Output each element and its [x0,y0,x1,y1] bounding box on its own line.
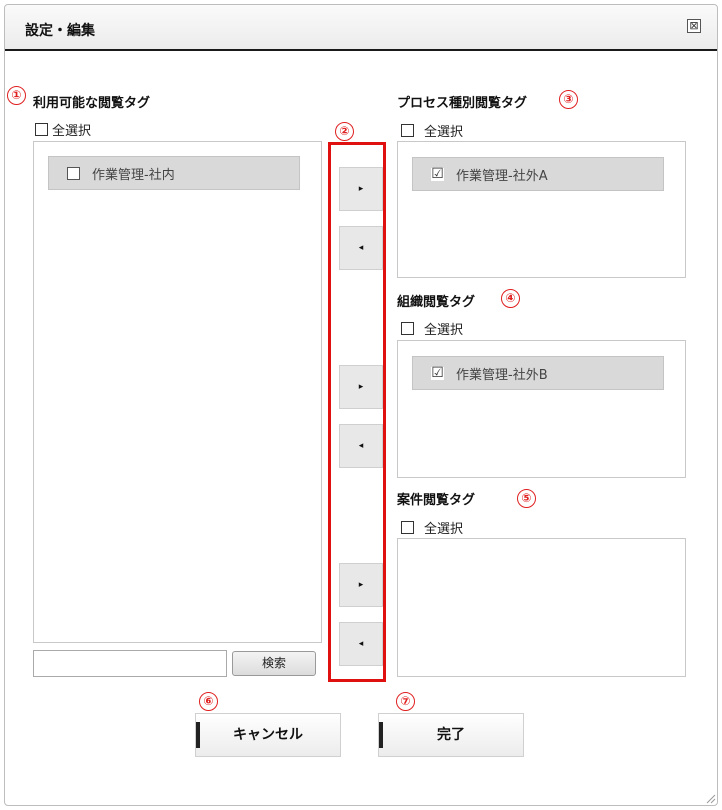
available-tags-list[interactable]: 作業管理-社内 [33,141,322,643]
move-buttons-highlight [328,142,386,682]
process-select-all[interactable]: 全選択 [401,121,463,140]
dialog-title: 設定・編集 [25,23,95,39]
done-button-label: 完了 [437,727,465,743]
select-all-label: 全選択 [424,125,464,140]
close-icon[interactable]: ⊠ [687,19,701,33]
remove-from-project-button[interactable]: ◂ [339,622,383,666]
list-item[interactable]: 作業管理-社内 [48,156,300,190]
project-select-all[interactable]: 全選択 [401,518,463,537]
dialog-titlebar: 設定・編集 ⊠ [5,5,717,51]
add-to-organization-button[interactable]: ▸ [339,365,383,409]
checkbox-icon[interactable] [401,521,414,534]
resize-grip-icon[interactable] [704,792,716,804]
checked-checkbox-icon[interactable]: ☑ [431,364,444,381]
marker-6: ⑥ [199,692,218,711]
cancel-button[interactable]: キャンセル [195,713,341,757]
tag-label: 作業管理-社内 [92,167,175,183]
search-button[interactable]: 検索 [232,651,316,676]
organization-tags-list[interactable]: ☑ 作業管理-社外B [397,340,686,478]
available-tags-heading: 利用可能な閲覧タグ [33,96,151,111]
button-accent-bar [196,722,200,748]
project-tags-heading: 案件閲覧タグ [397,493,476,508]
project-tags-list[interactable] [397,538,686,677]
checkbox-icon[interactable] [401,322,414,335]
cancel-button-label: キャンセル [233,727,303,743]
done-button[interactable]: 完了 [378,713,524,757]
checkbox-icon[interactable] [67,166,80,180]
add-to-project-button[interactable]: ▸ [339,563,383,607]
remove-from-process-button[interactable]: ◂ [339,226,383,270]
list-item[interactable]: ☑ 作業管理-社外A [412,157,664,191]
select-all-label: 全選択 [424,522,464,537]
search-input[interactable] [33,650,227,677]
select-all-label: 全選択 [52,124,92,139]
organization-select-all[interactable]: 全選択 [401,319,463,338]
marker-5: ⑤ [517,489,536,508]
marker-7: ⑦ [396,692,415,711]
checkbox-icon[interactable] [35,123,48,136]
marker-1: ① [7,86,26,105]
marker-4: ④ [501,289,520,308]
checkbox-icon[interactable] [401,124,414,137]
marker-2: ② [335,122,354,141]
select-all-label: 全選択 [424,323,464,338]
checked-checkbox-icon[interactable]: ☑ [431,165,444,182]
list-item[interactable]: ☑ 作業管理-社外B [412,356,664,390]
organization-tags-heading: 組織閲覧タグ [397,295,476,310]
tag-label: 作業管理-社外A [456,168,548,184]
available-select-all[interactable]: 全選択 [35,120,91,139]
remove-from-organization-button[interactable]: ◂ [339,424,383,468]
button-accent-bar [379,722,383,748]
tag-label: 作業管理-社外B [456,367,548,383]
process-tags-list[interactable]: ☑ 作業管理-社外A [397,141,686,278]
marker-3: ③ [559,90,578,109]
process-tags-heading: プロセス種別閲覧タグ [397,96,528,111]
add-to-process-button[interactable]: ▸ [339,167,383,211]
